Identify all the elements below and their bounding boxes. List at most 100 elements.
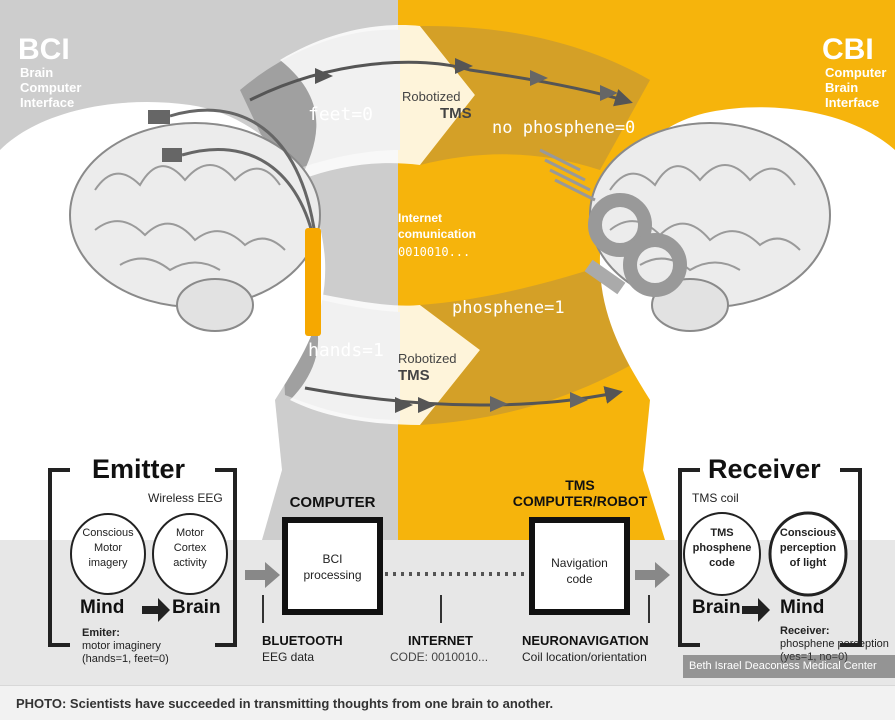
top-tms-label: TMS [440,105,472,122]
photo-caption-bar: PHOTO: Scientists have succeeded in tran… [0,685,895,720]
emitter-circle1-line1: Conscious [82,527,134,539]
emitter-title: Emitter [92,454,186,484]
bottom-chevron-1 [395,397,413,413]
arrow-navigation-to-receiver [635,562,670,588]
eeg-cable-2 [181,147,317,246]
phosphene-one-label: phosphene=1 [452,298,565,318]
computer-title: COMPUTER [289,494,376,511]
cbi-line-3: Interface [825,95,880,110]
bci-line-2: Computer [20,80,82,95]
cbi-line-2: Brain [825,80,859,95]
emitter-circle2-line3: activity [173,557,207,569]
receiver-brain-label: Brain [692,597,741,618]
left-cerebellum [176,278,254,332]
top-flow-ribbon-gold [420,25,650,170]
neuronavigation-title: NEURONAVIGATION [522,633,649,648]
receiver-circle1-line2: phosphene [692,542,752,554]
hands-one-label: hands=1 [308,340,384,361]
bottom-robotized-label: Robotized [398,351,457,366]
emitter-circle1-line3: imagery [88,557,128,569]
internet-code-label: 0010010... [398,245,471,259]
computer-box-line2: processing [303,568,362,582]
bottom-chevron-2 [418,397,436,413]
receiver-circle1-line3: code [709,557,735,569]
diagram-graphics [0,0,895,685]
bottom-flow-ribbon-white [290,290,480,425]
bluetooth-sub: EEG data [262,650,315,664]
bottom-flow-ribbon-gold [420,260,640,425]
receiver-circle-conscious-light [768,511,848,597]
separator-bluetooth [262,595,264,623]
navigation-box-line1: Navigation [551,556,608,570]
separator-neuronavigation [648,595,650,623]
receiver-bracket-left [678,468,700,647]
emitter-note-line2: (hands=1, feet=0) [82,653,169,665]
emitter-circle2-line2: Cortex [173,542,207,554]
receiver-circle1-line1: TMS [710,527,734,539]
emitter-bracket-left [48,468,70,647]
tms-coil-handle [584,259,626,295]
receiver-note-title: Receiver: [780,625,830,637]
tms-coil-ring-2 [623,233,687,297]
navigation-code-box [529,517,630,615]
top-chevron-4 [600,85,618,101]
receiver-circle-tms-code [683,512,761,596]
receiver-circle2-line2: perception [779,542,837,554]
electrode-1 [148,110,170,124]
internet-sub: CODE: 0010010... [390,650,489,664]
photo-credit: Beth Israel Deaconess Medical Center [683,655,895,678]
tms-coil-label: TMS coil [692,491,739,505]
electrode-2 [162,148,182,162]
tms-field-lines [539,148,596,202]
photo-caption: PHOTO: Scientists have succeeded in tran… [16,696,554,711]
emitter-circle1-line2: Motor [93,542,123,554]
emitter-mind-label: Mind [80,597,125,618]
receiver-mind-label: Mind [780,597,825,618]
top-chevron-2 [455,58,473,74]
bottom-chevron-4 [570,392,588,408]
emitter-bracket-right [215,468,237,647]
wireless-eeg-label: Wireless EEG [148,491,223,505]
emitter-mind-brain-arrow [142,598,170,622]
internet-title: INTERNET [408,633,473,648]
left-brain-folds [94,164,286,272]
bottom-chevron-3 [490,396,508,412]
right-brain [589,122,831,308]
tms-coil-ring-1 [588,193,652,257]
bci-processing-box [282,517,383,615]
bluetooth-title: BLUETOOTH [262,633,343,648]
receiver-brain-mind-arrow [742,598,770,622]
feet-zero-label: feet=0 [308,104,374,125]
top-chevron-1 [315,68,333,84]
tms-robot-title-line2: COMPUTER/ROBOT [512,493,648,509]
navigation-box-line2: code [566,572,593,586]
cbi-abbr: CBI [822,33,874,66]
neuronavigation-sub: Coil location/orientation [522,650,647,664]
bottom-tms-label: TMS [398,367,430,384]
emitter-note-line1: motor imaginery [82,640,161,652]
wireless-eeg-device [305,228,321,336]
separator-internet [440,595,442,623]
emitter-note-title: Emiter: [82,627,120,639]
emitter-brain-label: Brain [172,597,221,618]
emitter-circle-motor-cortex [152,513,228,595]
receiver-circle2-line1: Conscious [779,527,837,539]
receiver-title: Receiver [708,454,821,484]
bci-abbr: BCI [18,33,70,66]
receiver-bracket-right [840,468,862,647]
receiver-note-line1: phosphene perception [780,638,889,650]
top-robotized-label: Robotized [402,89,461,104]
top-chevron-3 [530,70,548,86]
bci-line-3: Interface [20,95,75,110]
internet-label: Internet [398,211,443,225]
communication-label: comunication [398,227,477,241]
eeg-cable-1 [169,108,317,236]
tms-robot-title-line1: TMS [565,477,595,493]
arrow-emitter-to-computer [245,562,280,588]
diagram-stage: BCI Brain Computer Interface Motor image… [0,0,895,685]
no-phosphene-label: no phosphene=0 [492,118,636,138]
emitter-circle-conscious [70,513,146,595]
bci-line-1: Brain [20,65,54,80]
emitter-circle2-line1: Motor [175,527,205,539]
cbi-line-1: Computer [825,65,887,80]
